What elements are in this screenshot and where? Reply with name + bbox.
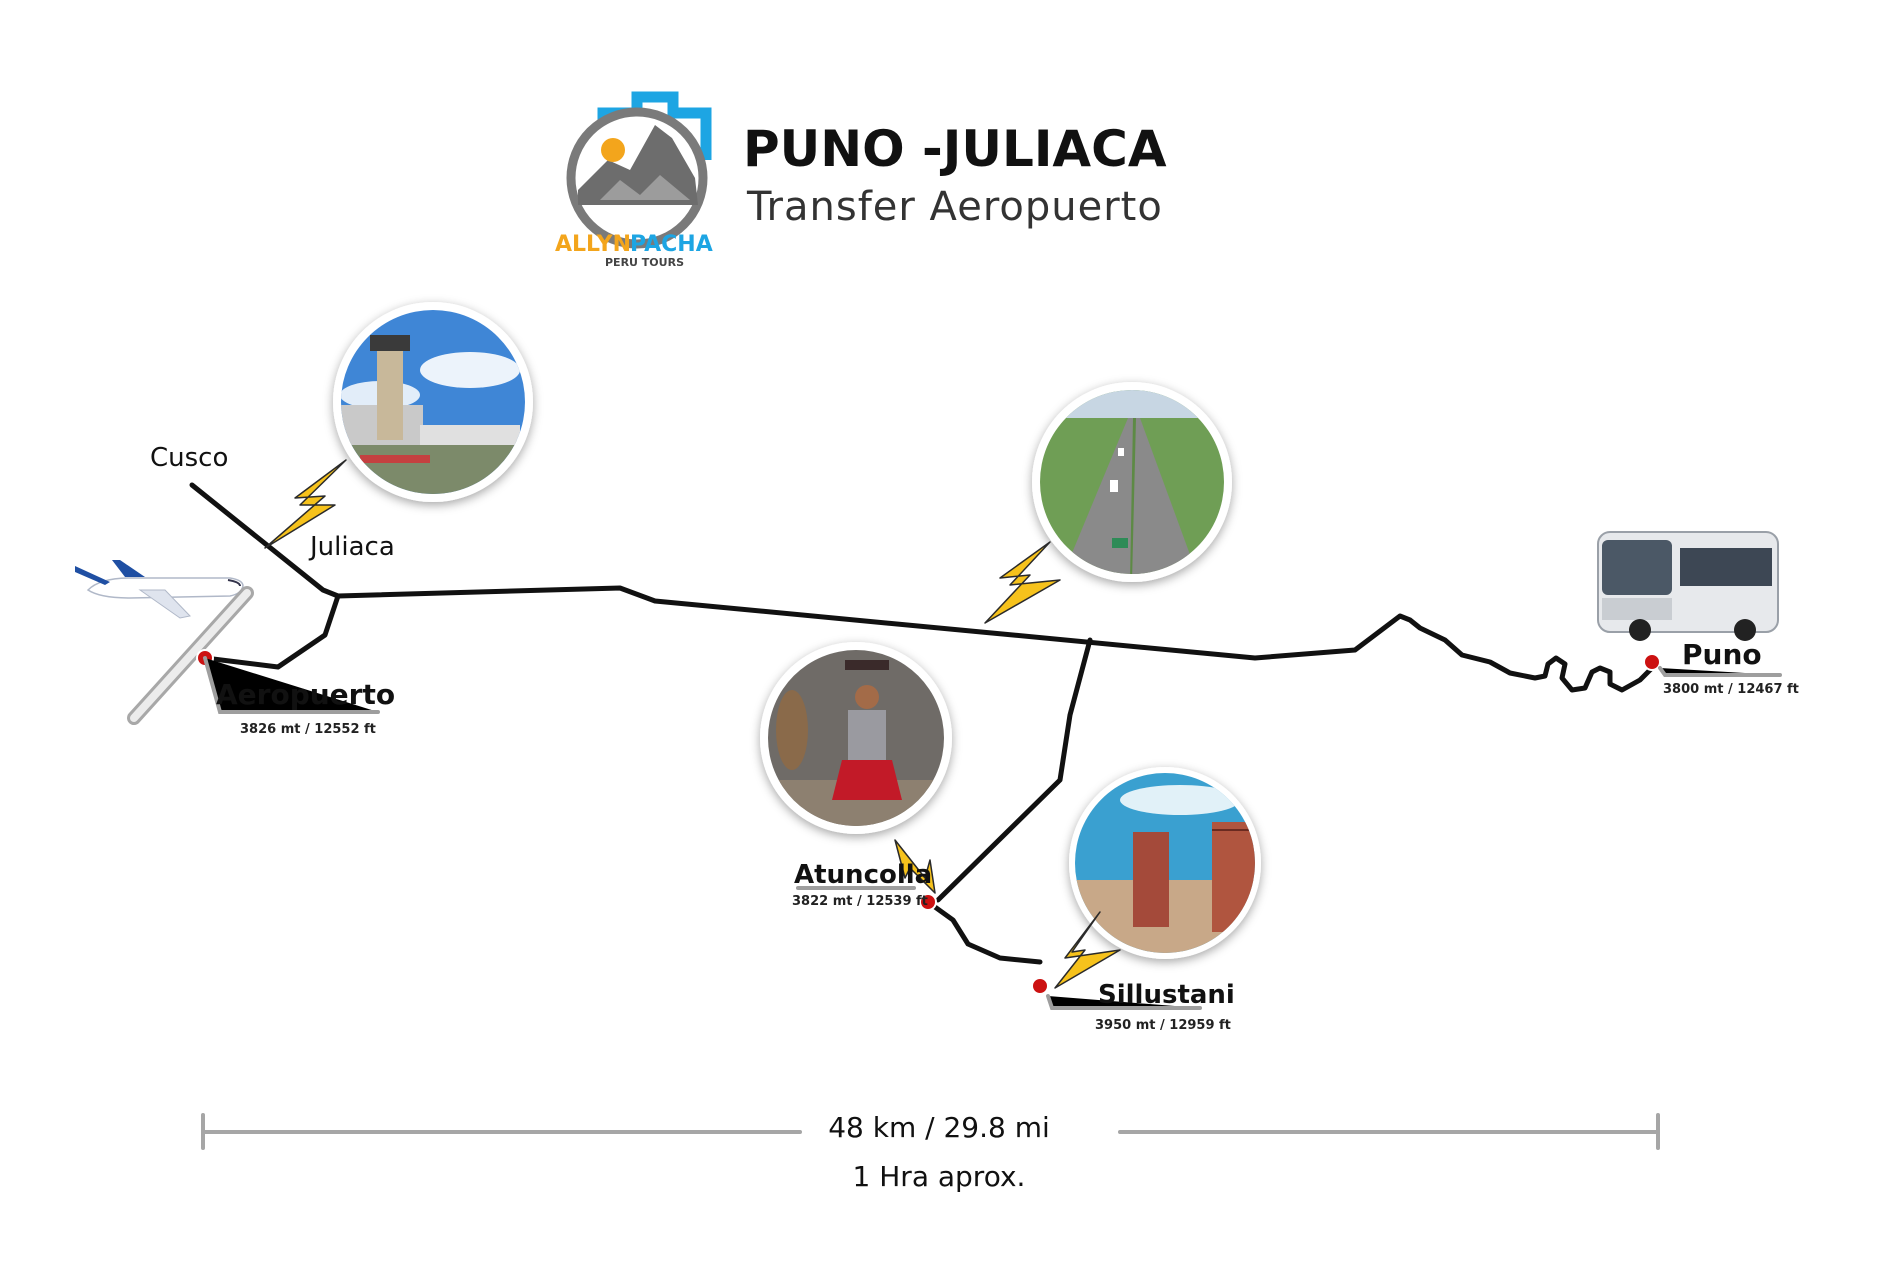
distance-scale [201, 1113, 1660, 1150]
company-logo [566, 91, 712, 249]
trip-distance: 48 km / 29.8 mi [828, 1111, 1050, 1144]
pointer-arrow-icon [264, 459, 1121, 989]
altitude-atuncolla: 3822 mt / 12539 ft [792, 894, 928, 909]
altitude-puno: 3800 mt / 12467 ft [1663, 682, 1799, 697]
altitude-airport: 3826 mt / 12552 ft [240, 722, 376, 737]
page-subtitle: Transfer Aeropuerto [747, 184, 1163, 230]
airplane-icon [75, 560, 244, 619]
altitude-sillustani: 3950 mt / 12959 ft [1095, 1018, 1231, 1033]
airport-tower-photo [333, 302, 533, 502]
trip-duration: 1 Hra aprox. [852, 1160, 1026, 1193]
bus-icon [1597, 531, 1779, 641]
place-label-atuncolla: Atuncolla [794, 860, 933, 890]
route-lines [189, 482, 1655, 965]
place-label-puno: Puno [1682, 638, 1762, 671]
stop-marker-icon [196, 649, 1661, 995]
sillustani-towers-photo [1069, 767, 1261, 959]
highway-photo [1032, 382, 1232, 582]
place-label-juliaca: Juliaca [310, 532, 395, 562]
page-title: PUNO -JULIACA [743, 120, 1167, 178]
place-label-cusco: Cusco [150, 443, 229, 473]
logo-tagline: PERU TOURS [605, 256, 684, 269]
place-label-airport: Aeropuerto [216, 678, 396, 711]
logo-brand-first: ALLYN [555, 232, 631, 257]
logo-brand-second: PACHA [630, 232, 713, 257]
atuncolla-woman-llama-photo [760, 642, 952, 834]
place-label-sillustani: Sillustani [1098, 980, 1235, 1010]
